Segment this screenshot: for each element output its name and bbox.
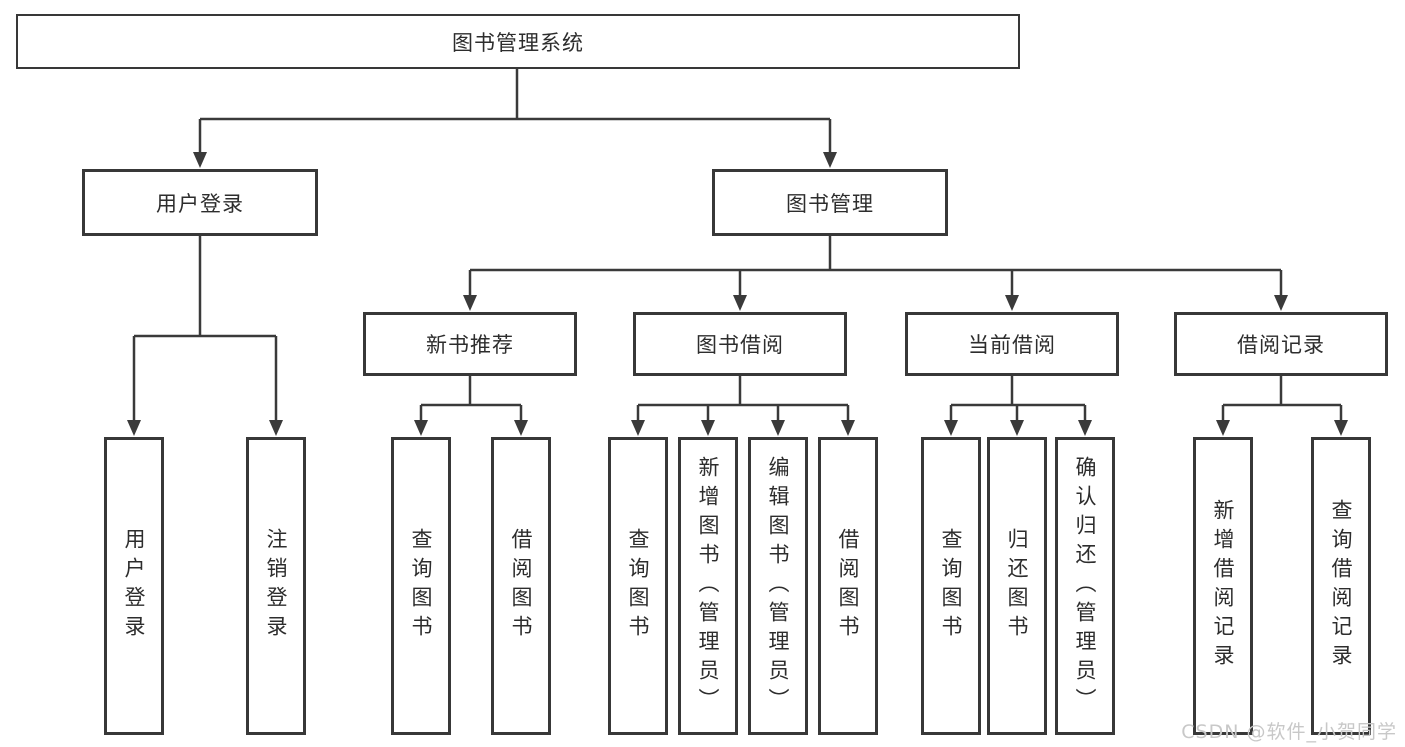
node-current-borrowing: 当前借阅 <box>905 312 1119 376</box>
leaf-query-borrow-record: 查询借阅记录 <box>1311 437 1371 735</box>
node-new-book-recommendation: 新书推荐 <box>363 312 577 376</box>
leaf-query-books-borrow: 查询图书 <box>608 437 668 735</box>
leaf-logout-login: 注销登录 <box>246 437 306 735</box>
leaf-user-login: 用户登录 <box>104 437 164 735</box>
leaf-query-books-current: 查询图书 <box>921 437 981 735</box>
leaf-borrow-books-recommend: 借阅图书 <box>491 437 551 735</box>
node-library-management-system: 图书管理系统 <box>16 14 1020 69</box>
leaf-add-borrow-record: 新增借阅记录 <box>1193 437 1253 735</box>
node-borrowing-records: 借阅记录 <box>1174 312 1388 376</box>
csdn-watermark: CSDN @软件_小贺同学 <box>1181 721 1397 743</box>
node-book-borrowing: 图书借阅 <box>633 312 847 376</box>
leaf-add-book-admin: 新增图书（管理员） <box>678 437 738 735</box>
leaf-return-books: 归还图书 <box>987 437 1047 735</box>
leaf-borrow-books: 借阅图书 <box>818 437 878 735</box>
leaf-confirm-return-admin: 确认归还（管理员） <box>1055 437 1115 735</box>
node-user-login: 用户登录 <box>82 169 318 236</box>
leaf-edit-book-admin: 编辑图书（管理员） <box>748 437 808 735</box>
leaf-query-books-recommend: 查询图书 <box>391 437 451 735</box>
arrowheads <box>127 152 1348 436</box>
node-book-management: 图书管理 <box>712 169 948 236</box>
